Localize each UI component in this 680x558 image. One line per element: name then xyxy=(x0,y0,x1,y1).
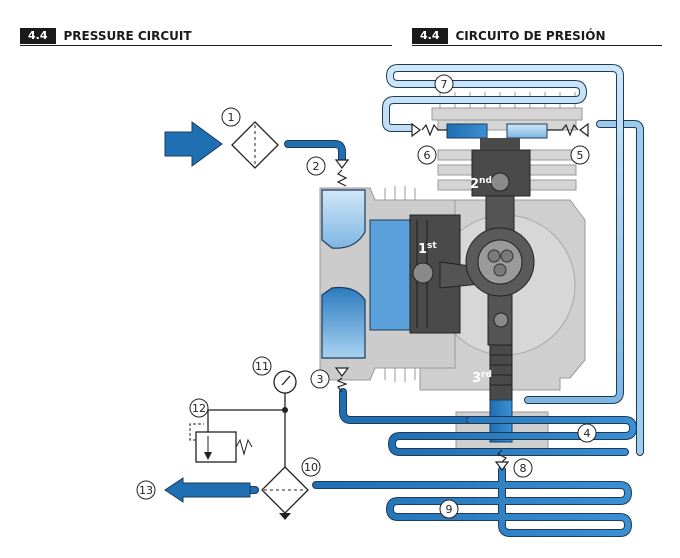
callout-3: 3 xyxy=(310,369,330,389)
section-number: 4.4 xyxy=(412,28,448,44)
callout-7: 7 xyxy=(434,74,454,94)
callout-5: 5 xyxy=(570,145,590,165)
svg-text:9: 9 xyxy=(446,503,453,516)
header-rule-left xyxy=(20,45,392,46)
pipework xyxy=(176,64,644,537)
callout-6: 6 xyxy=(417,145,437,165)
svg-text:7: 7 xyxy=(441,78,448,91)
section-number: 4.4 xyxy=(20,28,56,44)
svg-text:6: 6 xyxy=(424,149,431,162)
section-title: PRESSURE CIRCUIT xyxy=(63,29,192,43)
section-title: CIRCUITO DE PRESIÓN xyxy=(455,29,606,43)
callout-4: 4 xyxy=(577,423,597,443)
header-rule-right xyxy=(412,45,662,46)
callout-13: 13 xyxy=(136,480,156,500)
callout-1: 1 xyxy=(221,107,241,127)
safety-valve-symbol xyxy=(189,409,285,463)
stage-label-first: 1st xyxy=(418,241,437,257)
svg-text:10: 10 xyxy=(304,461,318,474)
callout-2: 2 xyxy=(306,156,326,176)
svg-text:2: 2 xyxy=(313,160,320,173)
intake-filter-symbol xyxy=(231,121,279,169)
pressure-gauge-symbol xyxy=(273,370,297,413)
svg-text:1: 1 xyxy=(228,111,235,124)
section-header-spanish: 4.4 CIRCUITO DE PRESIÓN xyxy=(412,28,606,44)
svg-text:4: 4 xyxy=(584,427,591,440)
stage-label-second: 2nd xyxy=(470,176,492,192)
connecting-rods xyxy=(439,179,535,346)
second-stage-ports xyxy=(446,123,548,150)
callout-8: 8 xyxy=(513,458,533,478)
callout-10: 10 xyxy=(301,457,321,477)
svg-text:12: 12 xyxy=(192,402,206,415)
svg-text:3: 3 xyxy=(317,373,324,386)
svg-text:8: 8 xyxy=(520,462,527,475)
oil-water-separator-symbol xyxy=(261,410,309,520)
check-valves xyxy=(334,122,589,471)
first-stage-chamber xyxy=(321,189,411,359)
second-stage-piston xyxy=(471,149,531,197)
section-header-english: 4.4 PRESSURE CIRCUIT xyxy=(20,28,192,44)
callout-11: 11 xyxy=(252,356,272,376)
svg-text:11: 11 xyxy=(255,360,269,373)
callout-9: 9 xyxy=(439,499,459,519)
air-outlet-arrow xyxy=(164,477,251,503)
callouts: 1 2 3 4 5 6 7 8 9 10 11 12 13 xyxy=(136,74,597,519)
svg-text:5: 5 xyxy=(577,149,584,162)
callout-12: 12 xyxy=(189,398,209,418)
stage-label-third: 3rd xyxy=(472,370,492,386)
air-inlet-arrow xyxy=(164,121,223,167)
stage-labels: 1st 2nd 3rd xyxy=(418,176,492,386)
svg-text:13: 13 xyxy=(139,484,153,497)
